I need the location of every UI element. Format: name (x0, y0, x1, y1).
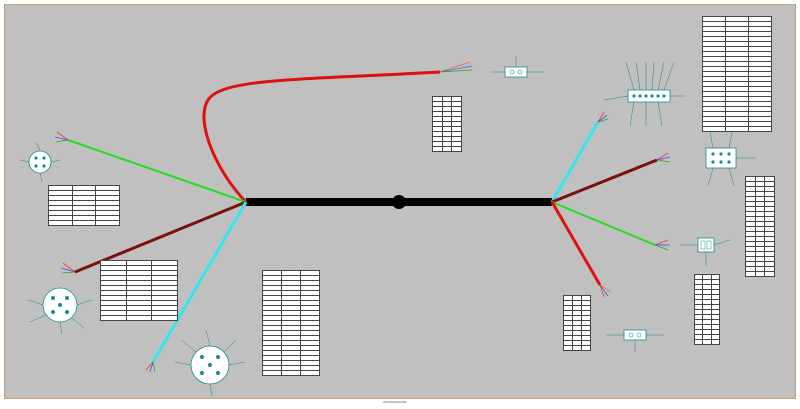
wire-table-top-right (702, 16, 772, 132)
table-cell (710, 339, 721, 345)
table-row (100, 315, 178, 321)
table-row (702, 126, 772, 132)
table-cell (125, 315, 153, 321)
table-cell (441, 146, 453, 152)
table-cell (262, 370, 282, 376)
wire-fan-left-cyan (145, 361, 156, 373)
green-branch-right[interactable] (551, 201, 656, 246)
table-cell (702, 339, 712, 345)
table-row (563, 345, 591, 351)
cyan-branch-left[interactable] (151, 201, 248, 363)
wire-fan-top (439, 61, 473, 73)
table-row (745, 271, 775, 277)
table-cell (563, 345, 573, 351)
wire-fan-right-cyan (597, 111, 609, 123)
table-cell (748, 126, 772, 132)
table-row (48, 220, 120, 226)
table-cell (100, 315, 127, 321)
table-cell (725, 126, 749, 132)
red-branch-top[interactable] (202, 70, 441, 204)
red-branch-right[interactable] (550, 201, 602, 286)
table-cell (745, 271, 756, 277)
drawing-footer-label: ADVANCEDRAW (383, 400, 407, 404)
connector-top-small[interactable] (490, 56, 544, 78)
table-cell (281, 370, 301, 376)
green-branch-left[interactable] (67, 139, 247, 203)
table-row (262, 370, 320, 376)
cyan-branch-right[interactable] (550, 121, 600, 203)
connector-bottom-right-small[interactable] (606, 329, 664, 352)
wire-table-right-lower (693, 274, 721, 345)
table-cell (572, 345, 582, 351)
table-cell (300, 370, 320, 376)
connector-circular-left-lower[interactable] (27, 287, 93, 335)
connector-right-multipin[interactable] (603, 61, 686, 127)
wire-fan-right-maroon (656, 152, 671, 163)
table-cell (151, 315, 178, 321)
table-cell (702, 126, 726, 132)
table-row (432, 146, 462, 152)
table-cell (95, 220, 120, 226)
connector-right-block[interactable] (705, 131, 756, 187)
wire-table-center-top (432, 96, 462, 152)
table-row (563, 320, 591, 326)
table-cell (754, 271, 766, 277)
table-cell (581, 345, 591, 351)
connector-right-terminal[interactable] (680, 237, 731, 266)
table-cell (764, 271, 775, 277)
wire-table-bottom-mid (563, 295, 591, 351)
wire-table-center-bottom (262, 270, 320, 376)
wire-fan-right-green (654, 239, 670, 251)
connector-circular-left-upper[interactable] (19, 141, 61, 183)
table-row (693, 339, 721, 345)
table-cell (48, 220, 73, 226)
wire-table-left-upper (48, 185, 120, 226)
maroon-branch-right[interactable] (551, 158, 658, 204)
wire-fan-left-maroon (60, 262, 76, 274)
table-header-row (745, 176, 775, 182)
table-cell (693, 339, 704, 345)
wire-table-left-lower (100, 260, 178, 321)
wire-fan-right-red (599, 284, 612, 298)
trunk-junction[interactable] (392, 195, 406, 209)
table-cell (71, 220, 97, 226)
table-row (745, 216, 775, 222)
table-cell (451, 146, 462, 152)
connector-circular-bottom[interactable] (174, 329, 246, 397)
wire-fan-left-green (54, 131, 69, 143)
table-cell (432, 146, 443, 152)
wire-table-right-mid (745, 176, 775, 277)
